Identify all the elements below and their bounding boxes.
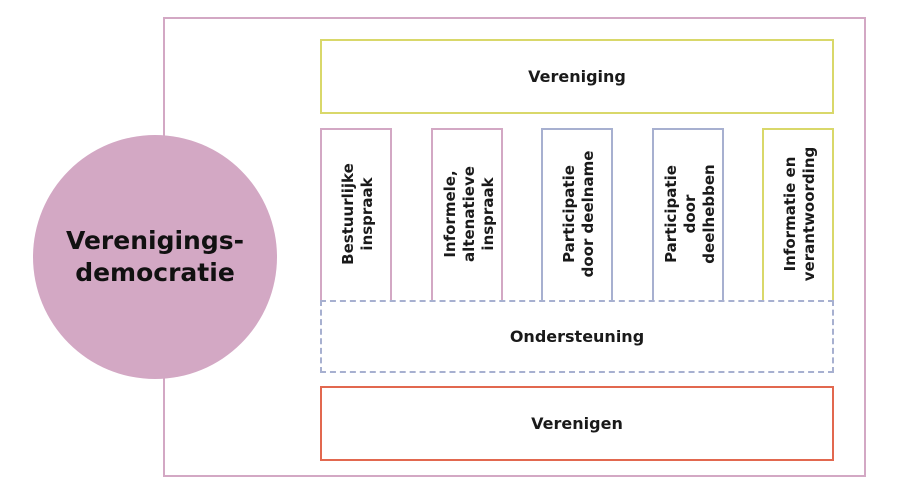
verenigen-box: Verenigen xyxy=(320,386,834,461)
pillar-4-label: Participatie door deelhebben xyxy=(661,164,718,264)
pillar-informatie-verantwoording: Informatie en verantwoording xyxy=(762,128,834,302)
verenigen-label: Verenigen xyxy=(531,414,623,433)
pillar-2-text-wrap: Informele, altenatieve inspraak xyxy=(433,130,505,304)
vereniging-box: Vereniging xyxy=(320,39,834,114)
pillar-informele-inspraak: Informele, altenatieve inspraak xyxy=(431,128,503,302)
pillar-5-text-wrap: Informatie en verantwoording xyxy=(764,130,836,304)
pillar-3-text-wrap: Participatie door deelname xyxy=(543,130,615,304)
pillar-bestuurlijke-inspraak: Bestuurlijke inspraak xyxy=(320,128,392,302)
vereniging-label: Vereniging xyxy=(528,67,626,86)
verenigingsdemocratie-circle: Verenigings- democratie xyxy=(33,135,277,379)
ondersteuning-label: Ondersteuning xyxy=(509,327,645,346)
pillar-3-label: Participatie door deelname xyxy=(560,150,597,278)
pillar-5-label: Informatie en verantwoording xyxy=(781,146,818,282)
pillar-4-text-wrap: Participatie door deelhebben xyxy=(654,130,726,304)
pillar-participatie-deelhebben: Participatie door deelhebben xyxy=(652,128,724,302)
pillar-1-text-wrap: Bestuurlijke inspraak xyxy=(322,130,394,304)
circle-title: Verenigings- democratie xyxy=(65,226,244,287)
pillar-1-label: Bestuurlijke inspraak xyxy=(339,163,376,265)
pillar-2-label: Informele, altenatieve inspraak xyxy=(440,166,497,262)
pillar-participatie-deelname: Participatie door deelname xyxy=(541,128,613,302)
ondersteuning-box: Ondersteuning xyxy=(320,300,834,373)
